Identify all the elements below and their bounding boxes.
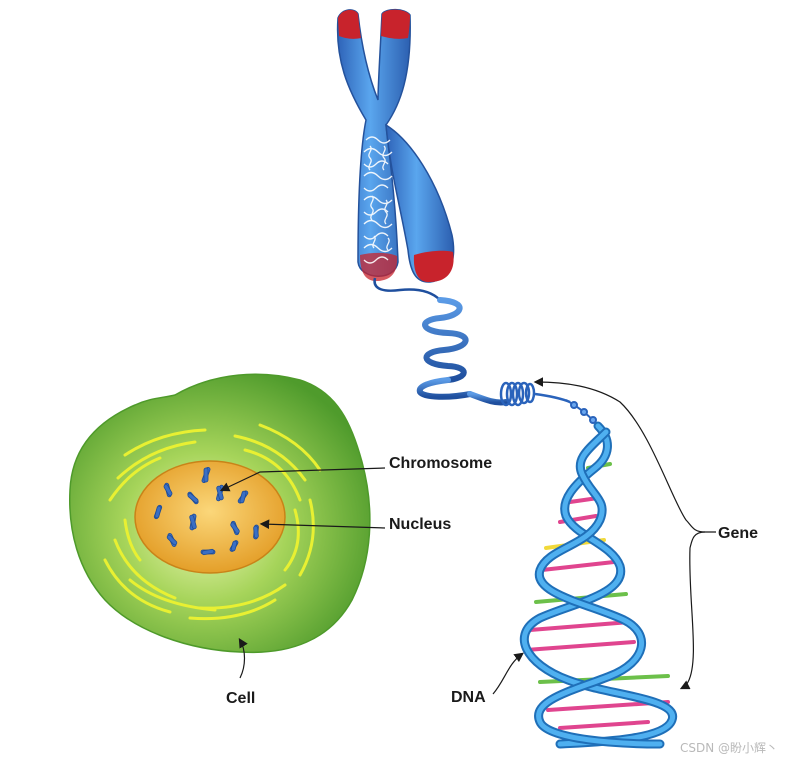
- gene-bracket-lower: [682, 532, 705, 688]
- chromosome: [338, 10, 454, 282]
- nucleus: [135, 461, 285, 573]
- beads-on-string: [566, 400, 598, 426]
- dna-helix: [524, 426, 672, 744]
- dna-pointer: [493, 654, 522, 694]
- cell: [70, 374, 370, 652]
- chromosome-label: Chromosome: [389, 455, 492, 473]
- telomere-top-left: [338, 10, 361, 39]
- supercoil: [420, 300, 506, 403]
- solenoid-coil: [501, 383, 570, 405]
- cell-label: Cell: [226, 690, 255, 708]
- nucleus-label: Nucleus: [389, 516, 451, 534]
- chromatin-fiber: [375, 278, 598, 426]
- telomere-bottom-left: [360, 253, 397, 281]
- gene-label: Gene: [718, 525, 758, 543]
- telomere-top-right: [381, 10, 410, 39]
- dna-label: DNA: [451, 689, 486, 707]
- watermark: CSDN @盼小辉丶: [680, 739, 778, 756]
- telomere-bottom-right: [414, 251, 454, 282]
- backbone-strands: [524, 426, 672, 744]
